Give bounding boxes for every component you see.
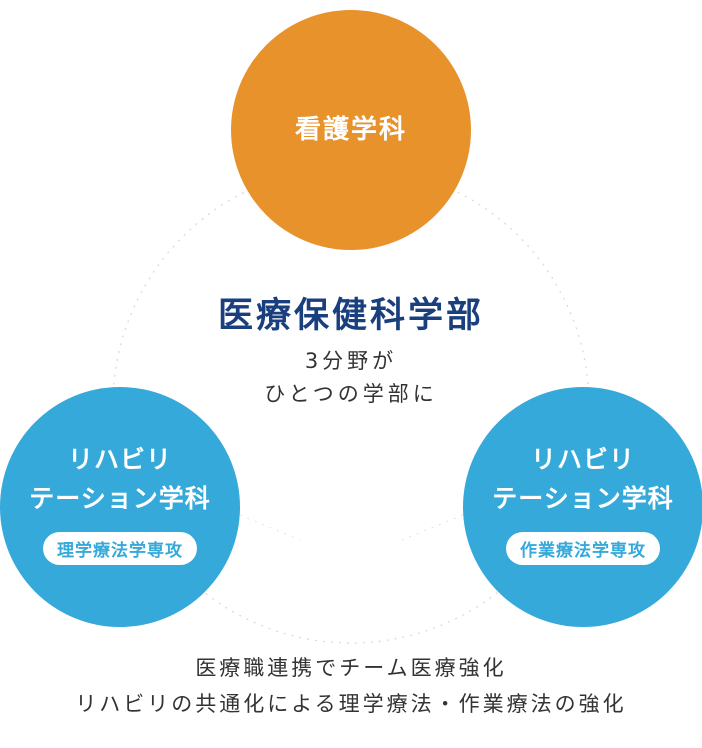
rehab-ot-label-line1: リハビリ	[530, 444, 635, 474]
faculty-subtitle-line2: ひとつの学部に	[264, 382, 438, 406]
footer-line1: 医療職連携でチーム医療強化	[195, 656, 507, 680]
rehab-ot-label: リハビリ テーション学科	[492, 440, 674, 518]
nursing-department-label: 看護学科	[294, 114, 407, 145]
faculty-title: 医療保健科学部	[217, 296, 484, 336]
footer-line2: リハビリの共通化による理学療法・作業療法の強化	[75, 692, 627, 716]
occupational-therapy-major-badge: 作業療法学専攻	[506, 531, 660, 565]
rehab-pt-label-line2: テーション学科	[29, 483, 211, 513]
nursing-department-circle: 看護学科	[231, 10, 471, 250]
rehab-ot-label-line2: テーション学科	[492, 483, 674, 513]
footer-notes: 医療職連携でチーム医療強化 リハビリの共通化による理学療法・作業療法の強化	[0, 650, 702, 722]
faculty-subtitle-line1: 3分野が	[304, 349, 398, 373]
faculty-subtitle: 3分野が ひとつの学部に	[0, 345, 702, 411]
rehab-pt-circle: リハビリ テーション学科 理学療法学専攻	[0, 387, 240, 627]
rehab-pt-label-line1: リハビリ	[67, 444, 172, 474]
rehab-ot-circle: リハビリ テーション学科 作業療法学専攻	[463, 387, 702, 627]
physical-therapy-major-badge: 理学療法学専攻	[43, 531, 197, 565]
rehab-pt-label: リハビリ テーション学科	[29, 440, 211, 518]
